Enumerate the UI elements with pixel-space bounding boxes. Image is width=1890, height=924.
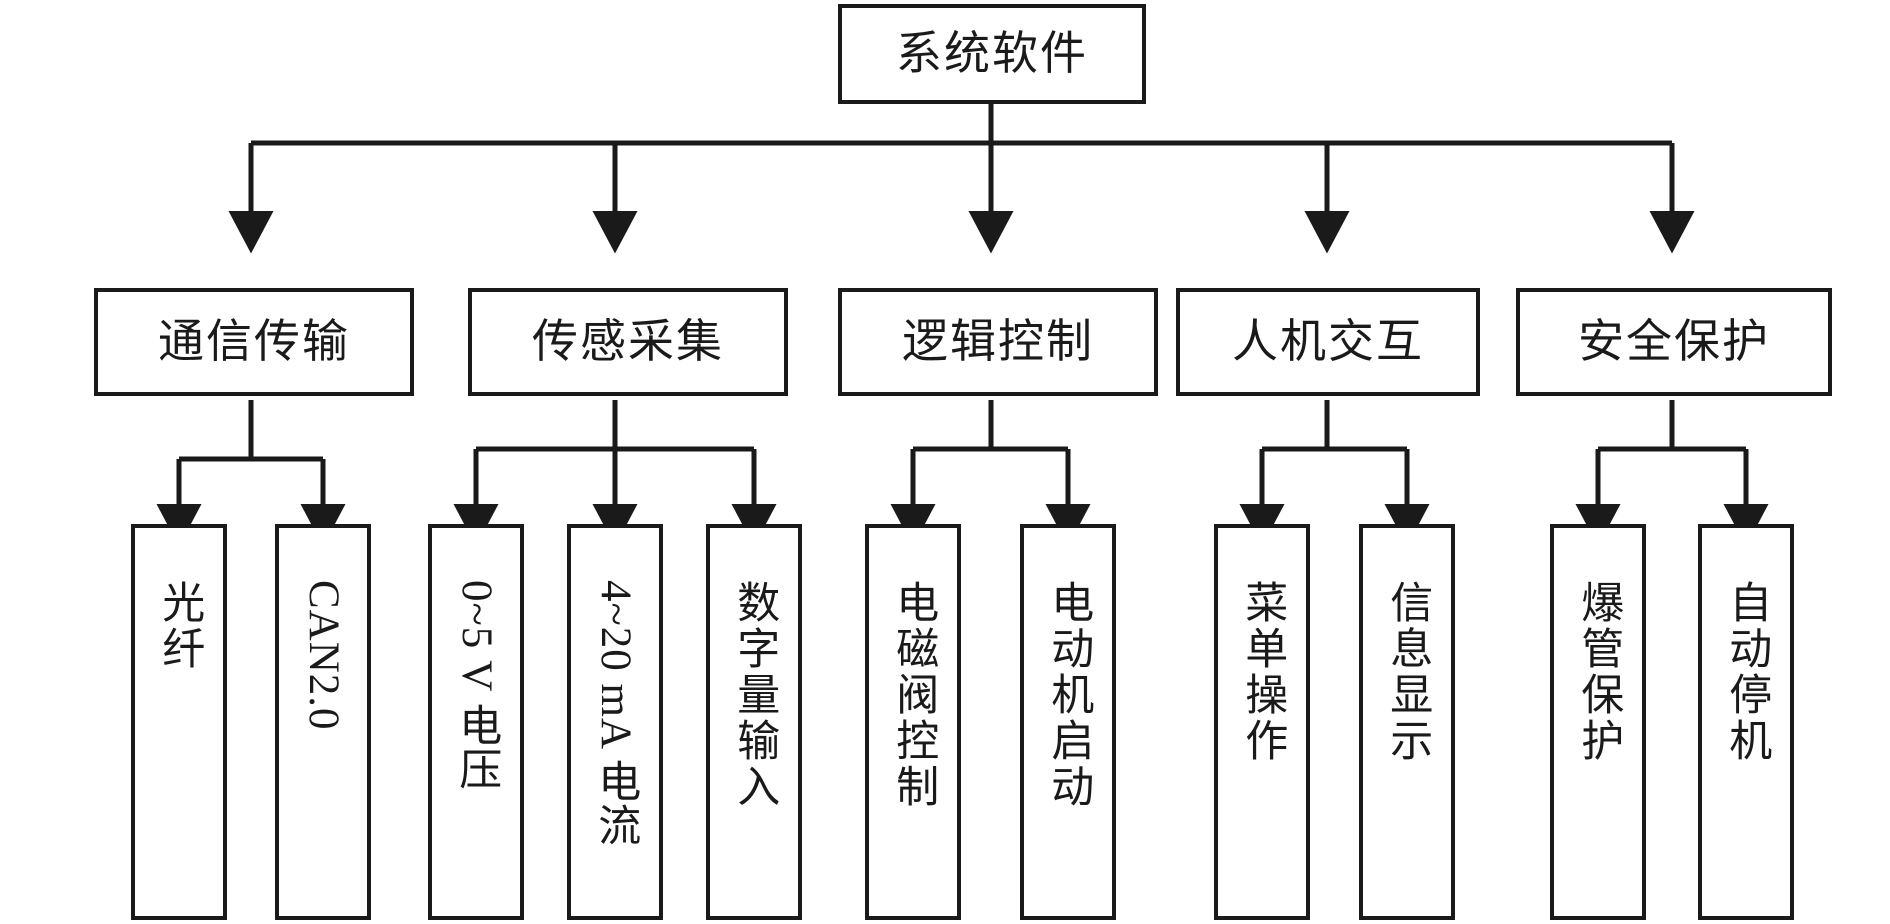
node-label: 电磁阀控制 <box>889 580 937 810</box>
node-label: 通信传输 <box>158 316 350 367</box>
node-optical-fiber[interactable]: 光纤 <box>131 524 227 920</box>
node-label: 0~5 V 电压 <box>452 580 500 792</box>
node-label: 逻辑控制 <box>902 316 1094 367</box>
node-automatic-shutdown[interactable]: 自动停机 <box>1698 524 1794 920</box>
node-digital-input[interactable]: 数字量输入 <box>706 524 802 920</box>
node-current-4-20ma[interactable]: 4~20 mA 电流 <box>567 524 663 920</box>
node-label: 电动机启动 <box>1044 580 1092 810</box>
node-safety-protection[interactable]: 安全保护 <box>1516 288 1832 396</box>
node-label: 自动停机 <box>1722 580 1770 764</box>
node-label: 传感采集 <box>532 316 724 367</box>
node-can-2-0[interactable]: CAN2.0 <box>275 524 371 920</box>
node-pipe-burst-protection[interactable]: 爆管保护 <box>1550 524 1646 920</box>
node-label: 菜单操作 <box>1238 580 1286 764</box>
node-logic-control[interactable]: 逻辑控制 <box>838 288 1158 396</box>
node-communication-transmission[interactable]: 通信传输 <box>94 288 414 396</box>
node-label: 4~20 mA 电流 <box>591 580 639 848</box>
node-menu-operation[interactable]: 菜单操作 <box>1214 524 1310 920</box>
node-label: CAN2.0 <box>299 580 347 731</box>
node-voltage-0-5v[interactable]: 0~5 V 电压 <box>428 524 524 920</box>
node-label: 爆管保护 <box>1574 580 1622 764</box>
node-label: 人机交互 <box>1232 316 1424 367</box>
node-solenoid-valve-control[interactable]: 电磁阀控制 <box>865 524 961 920</box>
node-label: 数字量输入 <box>730 580 778 810</box>
node-label: 信息显示 <box>1383 580 1431 764</box>
node-information-display[interactable]: 信息显示 <box>1359 524 1455 920</box>
node-sensor-acquisition[interactable]: 传感采集 <box>468 288 788 396</box>
node-label: 光纤 <box>155 580 203 672</box>
node-label: 系统软件 <box>896 28 1088 79</box>
node-label: 安全保护 <box>1578 316 1770 367</box>
node-human-machine-interaction[interactable]: 人机交互 <box>1176 288 1480 396</box>
node-motor-start[interactable]: 电动机启动 <box>1020 524 1116 920</box>
node-system-software[interactable]: 系统软件 <box>838 4 1146 104</box>
